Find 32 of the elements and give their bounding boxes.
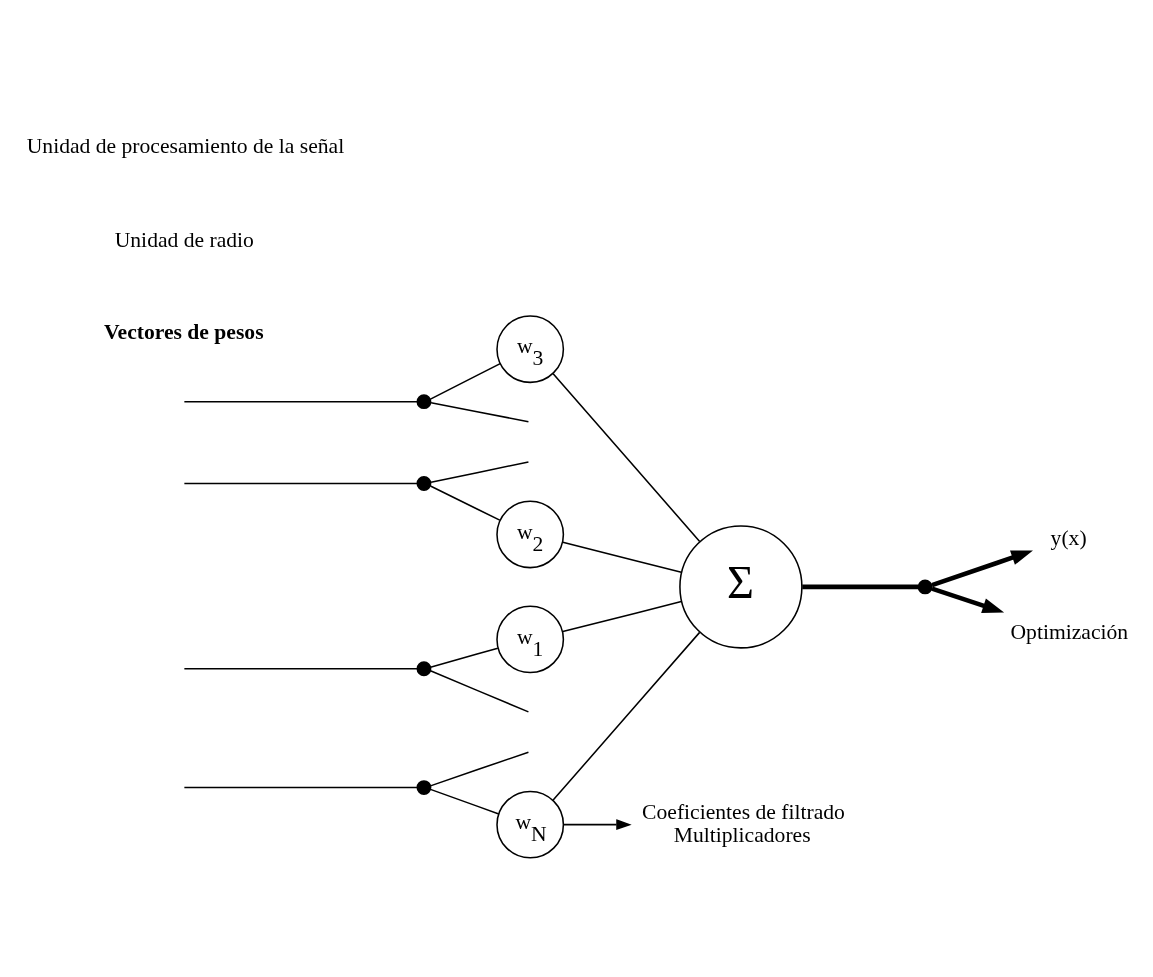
connector xyxy=(183,667,418,670)
connector xyxy=(802,584,919,590)
connector xyxy=(183,400,418,403)
node-dot xyxy=(917,579,933,595)
connector xyxy=(562,541,683,573)
connector xyxy=(429,670,530,713)
node-circle: Σ xyxy=(679,525,803,649)
connector xyxy=(430,402,530,423)
label: Unidad de procesamiento de la señal xyxy=(26,133,345,158)
connector xyxy=(562,600,683,633)
arrow xyxy=(562,819,632,831)
node-text: y(x) xyxy=(1050,525,1087,550)
arrow xyxy=(931,586,1005,613)
label: Vectores de pesos xyxy=(103,320,264,345)
connector xyxy=(429,485,501,521)
connector xyxy=(429,362,501,400)
node-text: Optimización xyxy=(1010,619,1129,644)
connector xyxy=(552,631,701,801)
connector xyxy=(429,647,499,669)
node-text: Coeficientes de filtrado Multiplicadores xyxy=(642,799,845,847)
connector xyxy=(429,788,500,815)
node-dot xyxy=(416,394,432,410)
connector xyxy=(430,461,530,484)
label: Unidad de radio xyxy=(114,227,254,252)
node-dot xyxy=(416,661,432,677)
arrow xyxy=(931,550,1033,588)
node-dot xyxy=(416,780,432,796)
node-dot xyxy=(416,476,432,491)
connector xyxy=(429,751,530,787)
connector xyxy=(552,372,701,543)
connector xyxy=(183,786,418,789)
connector xyxy=(183,482,418,485)
